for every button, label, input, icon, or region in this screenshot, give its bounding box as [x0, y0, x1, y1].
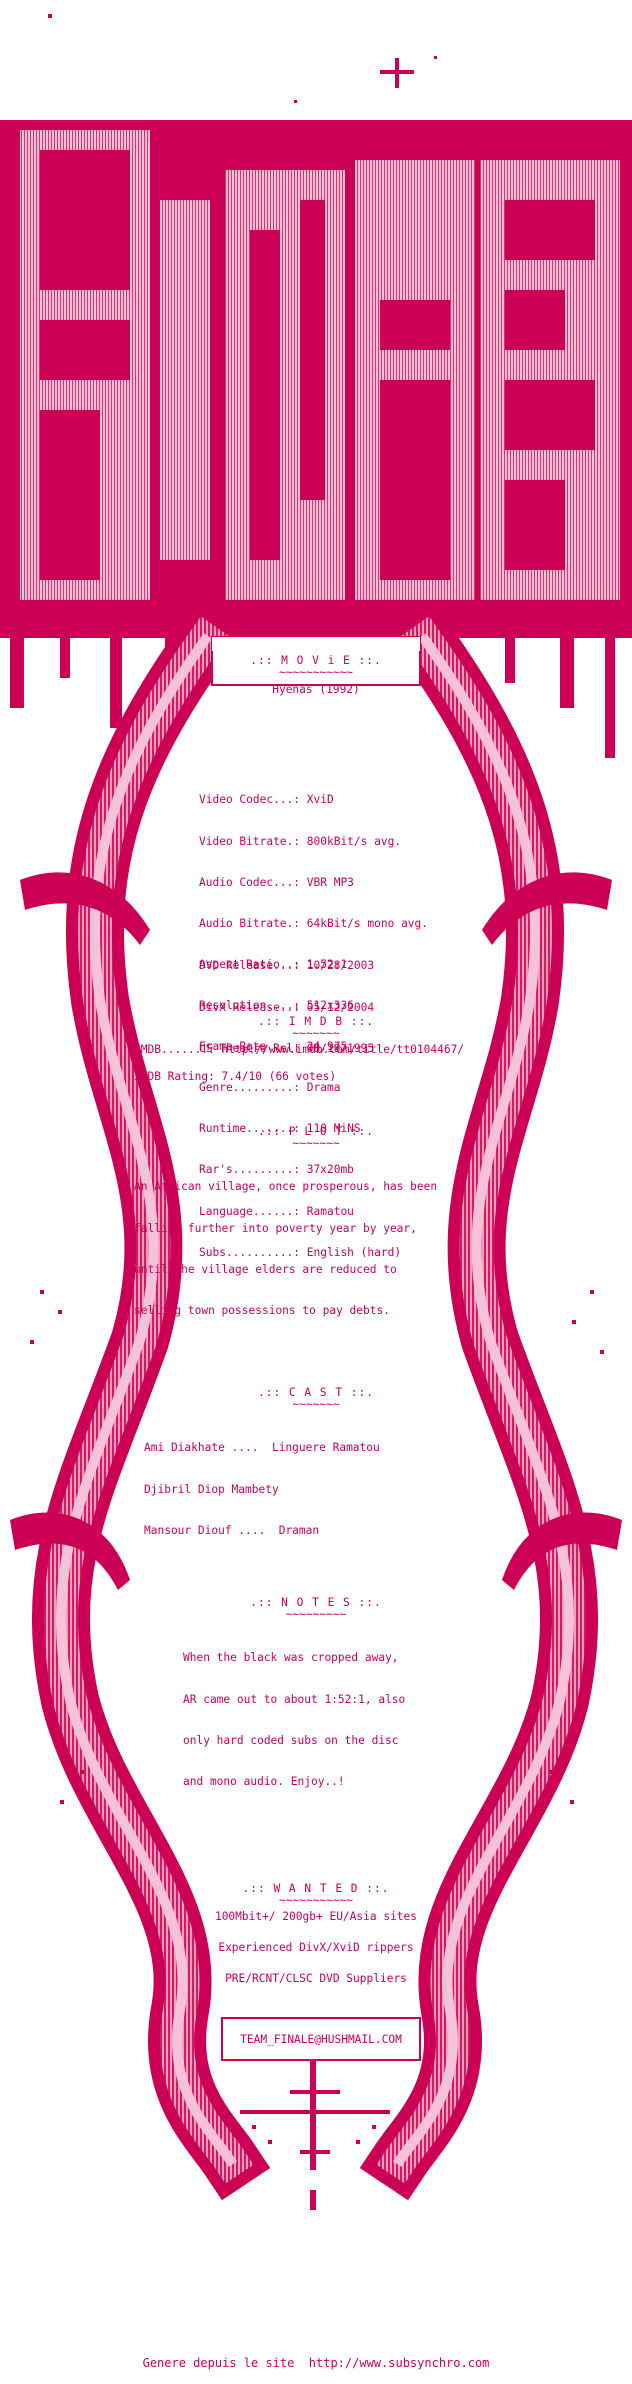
- cast-line: Ami Diakhate .... Linguere Ramatou: [144, 1441, 380, 1455]
- spec-line: Genre.........: Drama: [199, 1081, 341, 1095]
- spec-line: Language......: Ramatou: [199, 1204, 354, 1218]
- plot-line: selling town possessions to pay debts.: [134, 1303, 390, 1317]
- finale-logo-art: [0, 120, 632, 758]
- spec-line: Audio Codec...: VBR MP3: [199, 875, 354, 889]
- wing-decoration: [10, 872, 622, 1804]
- imdb-link[interactable]: IMDB.......: http://www.imdb.com/title/t…: [134, 1043, 465, 1056]
- notes-header: .:: N O T E S ::.: [250, 1596, 382, 1609]
- cast-line: Mansour Diouf .... Draman: [144, 1523, 320, 1537]
- cast-list: Ami Diakhate .... Linguere Ramatou Djibr…: [144, 1414, 380, 1551]
- wanted-header: .:: W A N T E D ::.: [242, 1882, 390, 1895]
- wanted-item: 100Mbit+/ 200gb+ EU/Asia sites: [214, 1910, 418, 1923]
- movie-specs: Video Codec...: XviD Video Bitrate.: 800…: [199, 766, 428, 1273]
- spec-line: Runtime.......: 110 MiNS: [199, 1122, 361, 1136]
- bottom-ornament: [240, 2060, 390, 2210]
- spec-line: Video Bitrate.: 800kBit/s avg.: [199, 834, 402, 848]
- notes-line: When the black was cropped away,: [183, 1651, 399, 1665]
- plot-header: .:: P L O T ::.: [257, 1125, 375, 1138]
- email-box: [221, 2017, 421, 2061]
- spec-line: Aspect Ratio..: 1.52:1: [199, 957, 348, 971]
- notes-line: only hard coded subs on the disc: [183, 1733, 399, 1747]
- notes-underline: ~~~~~~~~~: [285, 1608, 347, 1621]
- release-line: US Theatre Rel: 08/18/1995: [199, 1041, 375, 1055]
- spec-line: Rar's.........: 37x20mb: [199, 1163, 354, 1177]
- imdb-header: .:: I M D B ::.: [257, 1015, 375, 1028]
- movie-title: Hyenas (1992): [272, 683, 360, 696]
- cast-underline: ~~~~~~~: [292, 1398, 340, 1411]
- spec-line: Video Codec...: XviD: [199, 793, 334, 807]
- notes-line: and mono audio. Enjoy..!: [183, 1774, 345, 1788]
- imdb-underline: ~~~~~~~: [292, 1027, 340, 1040]
- release-line: DivX Release..: 05/12/2004: [199, 1000, 375, 1014]
- spec-line: Resolution....: 512x336: [199, 998, 354, 1012]
- right-serpent-frame: [359, 599, 599, 2201]
- plot-underline: ~~~~~~~: [292, 1137, 340, 1150]
- contact-email[interactable]: TEAM_FINALE@HUSHMAIL.COM: [240, 2033, 402, 2046]
- left-serpent-frame: [31, 599, 271, 2201]
- notes-text: When the black was cropped away, AR came…: [183, 1624, 405, 1802]
- plot-line: until the village elders are reduced to: [134, 1262, 397, 1276]
- sparkle-decoration: [48, 14, 437, 103]
- wanted-item: PRE/RCNT/CLSC DVD Suppliers: [225, 1972, 407, 1985]
- movie-header: .:: M O V i E ::.: [250, 654, 382, 667]
- plot-line: An African village, once prosperous, has…: [134, 1180, 438, 1194]
- footer-credit[interactable]: Genere depuis le site http://www.subsync…: [142, 2356, 490, 2370]
- wanted-item: Experienced DivX/XviD rippers: [218, 1941, 414, 1954]
- wanted-underline: ~~~~~~~~~~~: [278, 1894, 354, 1907]
- spec-line: Audio Bitrate.: 64kBit/s mono avg.: [199, 916, 429, 930]
- plot-text: An African village, once prosperous, has…: [134, 1153, 437, 1331]
- movie-underline: ~~~~~~~~~~~: [278, 666, 354, 679]
- cast-line: Djibril Diop Mambety: [144, 1482, 279, 1496]
- spec-line: Frame Rate....: 24.975: [199, 1040, 348, 1054]
- release-line: DVD Release...: 10/28/2003: [199, 959, 375, 973]
- imdb-rating: IMDB Rating: 7.4/10 (66 votes): [134, 1070, 337, 1083]
- notes-line: AR came out to about 1:52:1, also: [183, 1692, 406, 1706]
- movie-releases: DVD Release...: 10/28/2003 DivX Release.…: [199, 932, 374, 1069]
- cast-header: .:: C A S T ::.: [257, 1386, 375, 1399]
- spec-line: Subs..........: English (hard): [199, 1245, 402, 1259]
- plot-line: falling further into poverty year by yea…: [134, 1221, 417, 1235]
